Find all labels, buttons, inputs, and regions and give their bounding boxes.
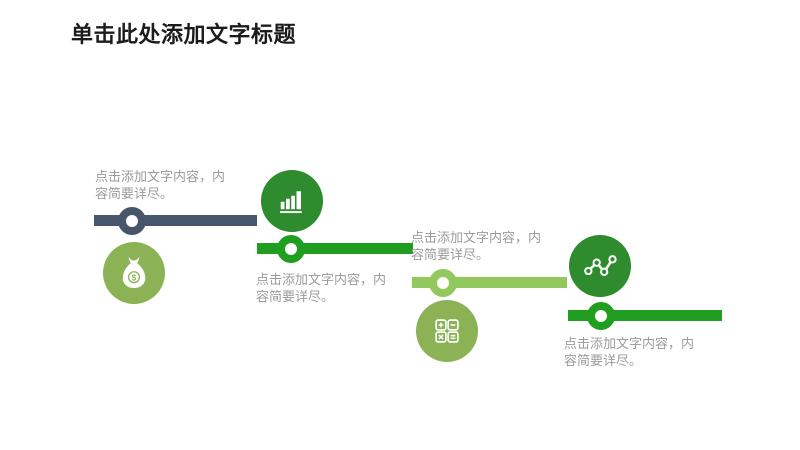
step-2-icon-circle xyxy=(261,170,323,232)
step-4-node-ring xyxy=(587,301,615,330)
step-2-node-ring xyxy=(277,234,305,263)
step-1-caption: 点击添加文字内容，内 容简要详尽。 xyxy=(95,169,226,201)
step-2-caption: 点击添加文字内容，内 容简要详尽。 xyxy=(256,272,387,304)
step-1-node-ring xyxy=(118,206,146,235)
step-3-icon-circle xyxy=(416,300,478,362)
step-3-node-ring xyxy=(429,268,457,297)
money-bag-icon: $ xyxy=(122,256,146,288)
calculator-icon xyxy=(435,319,459,343)
bar-chart-icon xyxy=(280,191,302,214)
slide-title: 单击此处添加文字标题 xyxy=(71,22,297,47)
step-4-icon-circle xyxy=(569,235,631,297)
step-2-timeline-bar xyxy=(257,234,413,263)
dollar-glyph: $ xyxy=(132,273,137,282)
step-1-timeline-bar xyxy=(94,206,257,235)
line-chart-icon xyxy=(584,255,617,277)
step-4-timeline-bar xyxy=(568,301,722,330)
step-1-icon-circle: $ xyxy=(103,242,165,304)
step-3-caption: 点击添加文字内容，内 容简要详尽。 xyxy=(411,230,542,262)
step-4-caption: 点击添加文字内容，内 容简要详尽。 xyxy=(564,336,695,368)
step-3-timeline-bar xyxy=(412,268,567,297)
